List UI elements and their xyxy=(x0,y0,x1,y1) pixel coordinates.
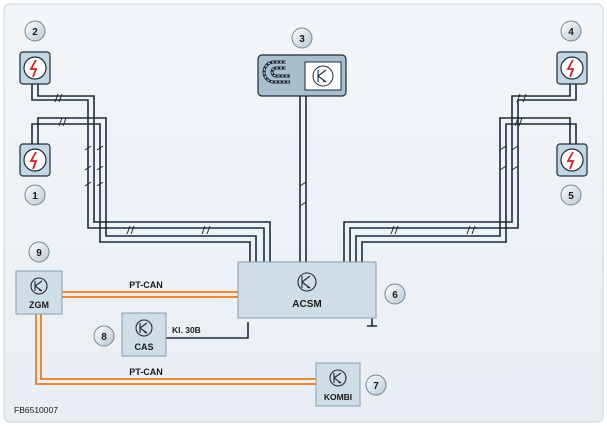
crash-sensor-icon xyxy=(29,151,38,170)
transistor-icon xyxy=(301,275,311,289)
wire-sensor2-b xyxy=(37,84,271,262)
wire-sensor1-a xyxy=(31,123,251,262)
svg-text:4: 4 xyxy=(568,27,574,38)
kombi-label: KOMBI xyxy=(324,392,352,402)
zgm-module: ZGM xyxy=(15,270,63,315)
wire-sensor4-b xyxy=(343,84,571,262)
wire-break-marks xyxy=(54,93,527,235)
svg-text:7: 7 xyxy=(373,381,379,392)
wire-harness xyxy=(31,84,577,339)
transistor-icon xyxy=(34,280,43,292)
wire-sensor4-a xyxy=(349,84,577,262)
crash-sensor-1 xyxy=(19,143,51,177)
wire-sensor5-a xyxy=(361,123,577,262)
svg-text:6: 6 xyxy=(392,290,398,301)
wire-sensor1-b xyxy=(37,117,257,262)
crash-sensor-icon xyxy=(566,151,575,170)
transistor-icon xyxy=(333,372,342,384)
wire-sensor5-b xyxy=(355,117,571,262)
callout-5: 5 xyxy=(560,184,582,206)
pt-can-bus xyxy=(35,291,316,385)
svg-text:9: 9 xyxy=(36,248,42,259)
svg-text:3: 3 xyxy=(299,34,305,45)
crash-sensor-5 xyxy=(556,143,588,177)
pt-can-label-bottom: PT-CAN xyxy=(129,367,163,377)
acsm-label: ACSM xyxy=(292,299,321,310)
crash-sensor-4 xyxy=(556,51,588,85)
crash-sensor-icon xyxy=(566,59,575,78)
kombi-module: KOMBI xyxy=(315,362,361,407)
callout-6: 6 xyxy=(384,283,406,305)
seat-occupancy-sensor-3 xyxy=(257,54,347,97)
kl30b-label: Kl. 30B xyxy=(172,325,201,335)
pt-can-label-top: PT-CAN xyxy=(129,280,163,290)
callout-4: 4 xyxy=(560,20,582,42)
callout-7: 7 xyxy=(365,374,387,396)
cas-module: CAS xyxy=(121,312,167,357)
callout-9: 9 xyxy=(28,241,50,263)
svg-text:1: 1 xyxy=(32,191,38,202)
zgm-label: ZGM xyxy=(29,300,49,310)
callout-2: 2 xyxy=(24,20,46,42)
svg-text:8: 8 xyxy=(101,332,107,343)
callout-3: 3 xyxy=(291,27,313,49)
acsm-module: ACSM xyxy=(237,261,377,319)
crash-sensor-icon xyxy=(29,59,38,78)
callout-8: 8 xyxy=(93,325,115,347)
transistor-icon xyxy=(139,322,148,334)
wire-sensor2-a xyxy=(31,84,265,262)
callout-1: 1 xyxy=(24,184,46,206)
crash-sensor-2 xyxy=(19,51,51,85)
transistor-icon xyxy=(317,69,327,83)
svg-text:5: 5 xyxy=(568,191,574,202)
ground-symbol xyxy=(367,318,377,327)
figure-id: FB6510007 xyxy=(14,405,58,415)
cas-label: CAS xyxy=(134,342,153,352)
wire-kl30b xyxy=(166,322,249,339)
svg-text:2: 2 xyxy=(32,27,38,38)
